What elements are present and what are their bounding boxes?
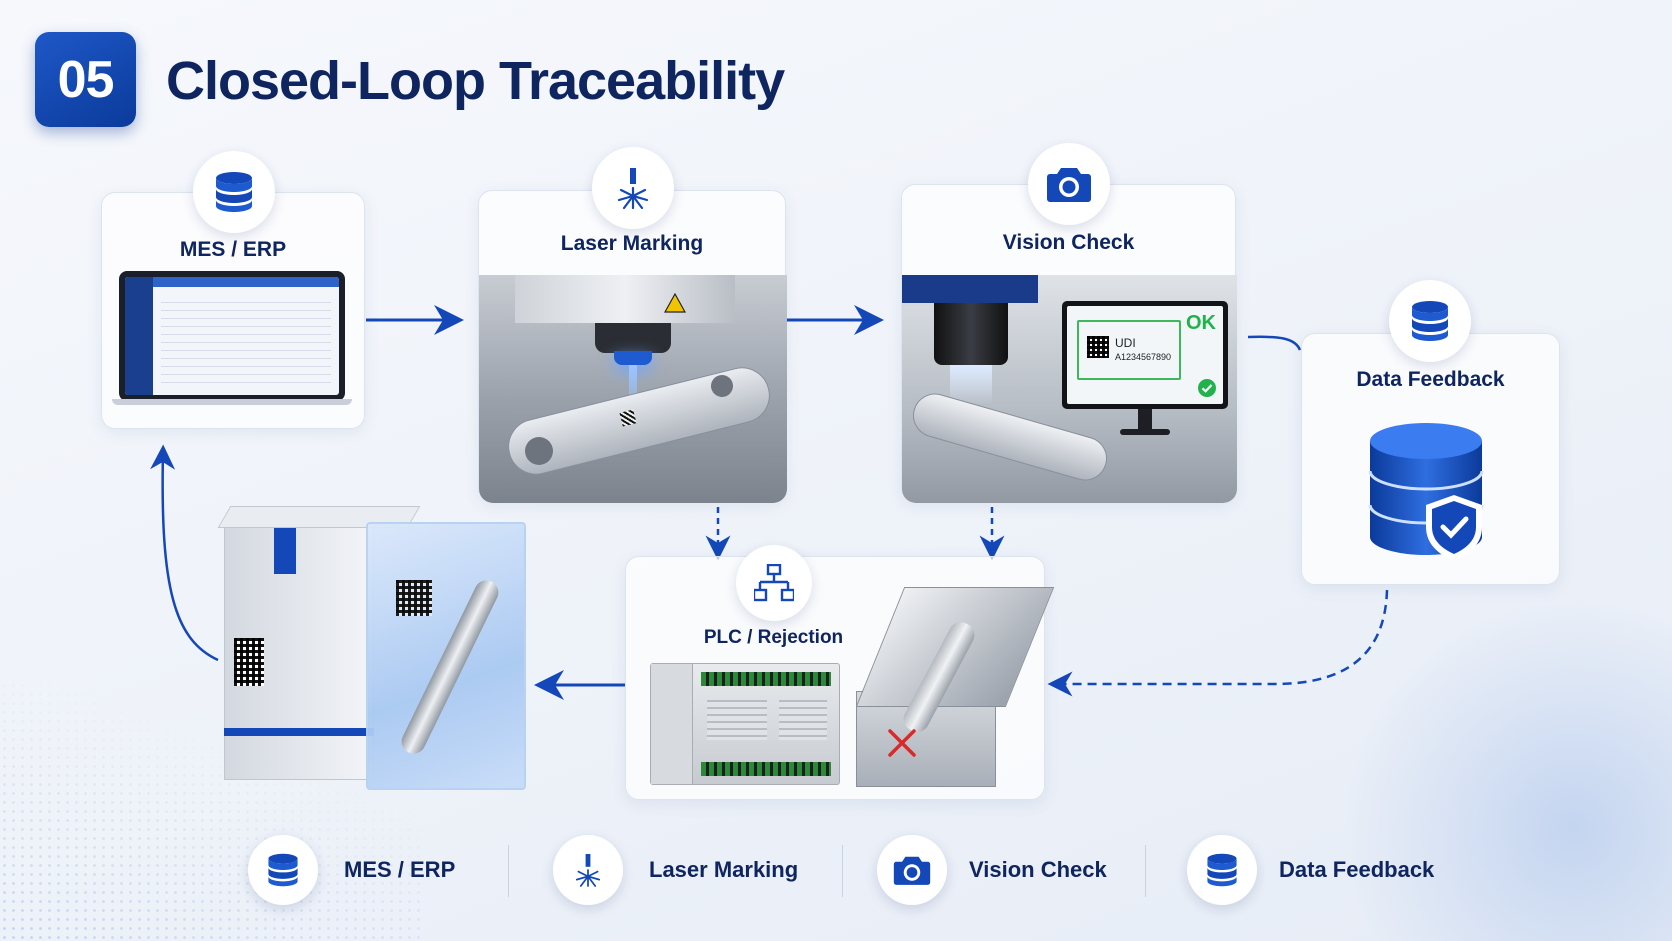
database-icon [1389, 280, 1471, 362]
plc-rejection-label: PLC / Rejection [703, 627, 844, 648]
mes-erp-card: MES / ERP [101, 151, 365, 429]
legend-divider [842, 845, 843, 897]
laser-marking-card: Laser Marking [478, 147, 787, 503]
reject-bin [855, 587, 1055, 787]
vision-monitor: OK UDI A1234567890 [1062, 301, 1228, 409]
database-icon [1187, 835, 1257, 905]
plc-rejection-card: PLC / Rejection [625, 545, 1055, 800]
vision-check-photo: OK UDI A1234567890 [902, 275, 1237, 503]
legend-label: Data Feedback [1279, 857, 1435, 882]
pouch-qr-code-icon [396, 580, 432, 616]
database-icon [248, 835, 318, 905]
laser-icon [592, 147, 674, 229]
arrow-packaging-to-mes [150, 444, 219, 662]
laser-marking-photo [479, 275, 787, 503]
reject-x-icon [888, 729, 916, 757]
camera-icon [877, 835, 947, 905]
laser-icon [553, 835, 623, 905]
legend-label: Vision Check [969, 857, 1107, 882]
arrow-feedback-to-plc [1047, 589, 1389, 697]
secure-database-illustration [1368, 423, 1484, 561]
packaging-illustration [217, 498, 530, 793]
legend-divider [508, 845, 509, 897]
database-icon [193, 151, 275, 233]
box-qr-code-icon [234, 638, 264, 686]
page-title: Closed-Loop Traceability [166, 51, 785, 111]
legend-divider [1145, 845, 1146, 897]
laser-marking-label: Laser Marking [560, 232, 704, 255]
qr-code-icon [1087, 336, 1109, 358]
plc-controller [650, 663, 840, 785]
camera-icon [1028, 143, 1110, 225]
data-feedback-card: Data Feedback [1301, 280, 1560, 585]
mes-software-screen [119, 271, 345, 401]
mes-erp-label: MES / ERP [179, 238, 287, 261]
legend-label: MES / ERP [344, 857, 456, 882]
sterile-pouch [366, 522, 526, 790]
check-circle-icon [1198, 379, 1216, 397]
udi-label: UDI [1115, 336, 1136, 350]
step-number-badge: 05 [35, 32, 136, 127]
ok-status-text: OK [1186, 312, 1216, 334]
udi-value: A1234567890 [1115, 352, 1172, 362]
background-glow [1342, 561, 1672, 941]
connector-vision-to-feedback [1247, 335, 1302, 351]
data-feedback-label: Data Feedback [1356, 368, 1505, 391]
vision-check-card: Vision Check OK UDI A1234567890 [901, 143, 1237, 503]
vision-check-label: Vision Check [1002, 231, 1135, 254]
legend-label: Laser Marking [649, 857, 799, 882]
hierarchy-icon [736, 545, 812, 621]
